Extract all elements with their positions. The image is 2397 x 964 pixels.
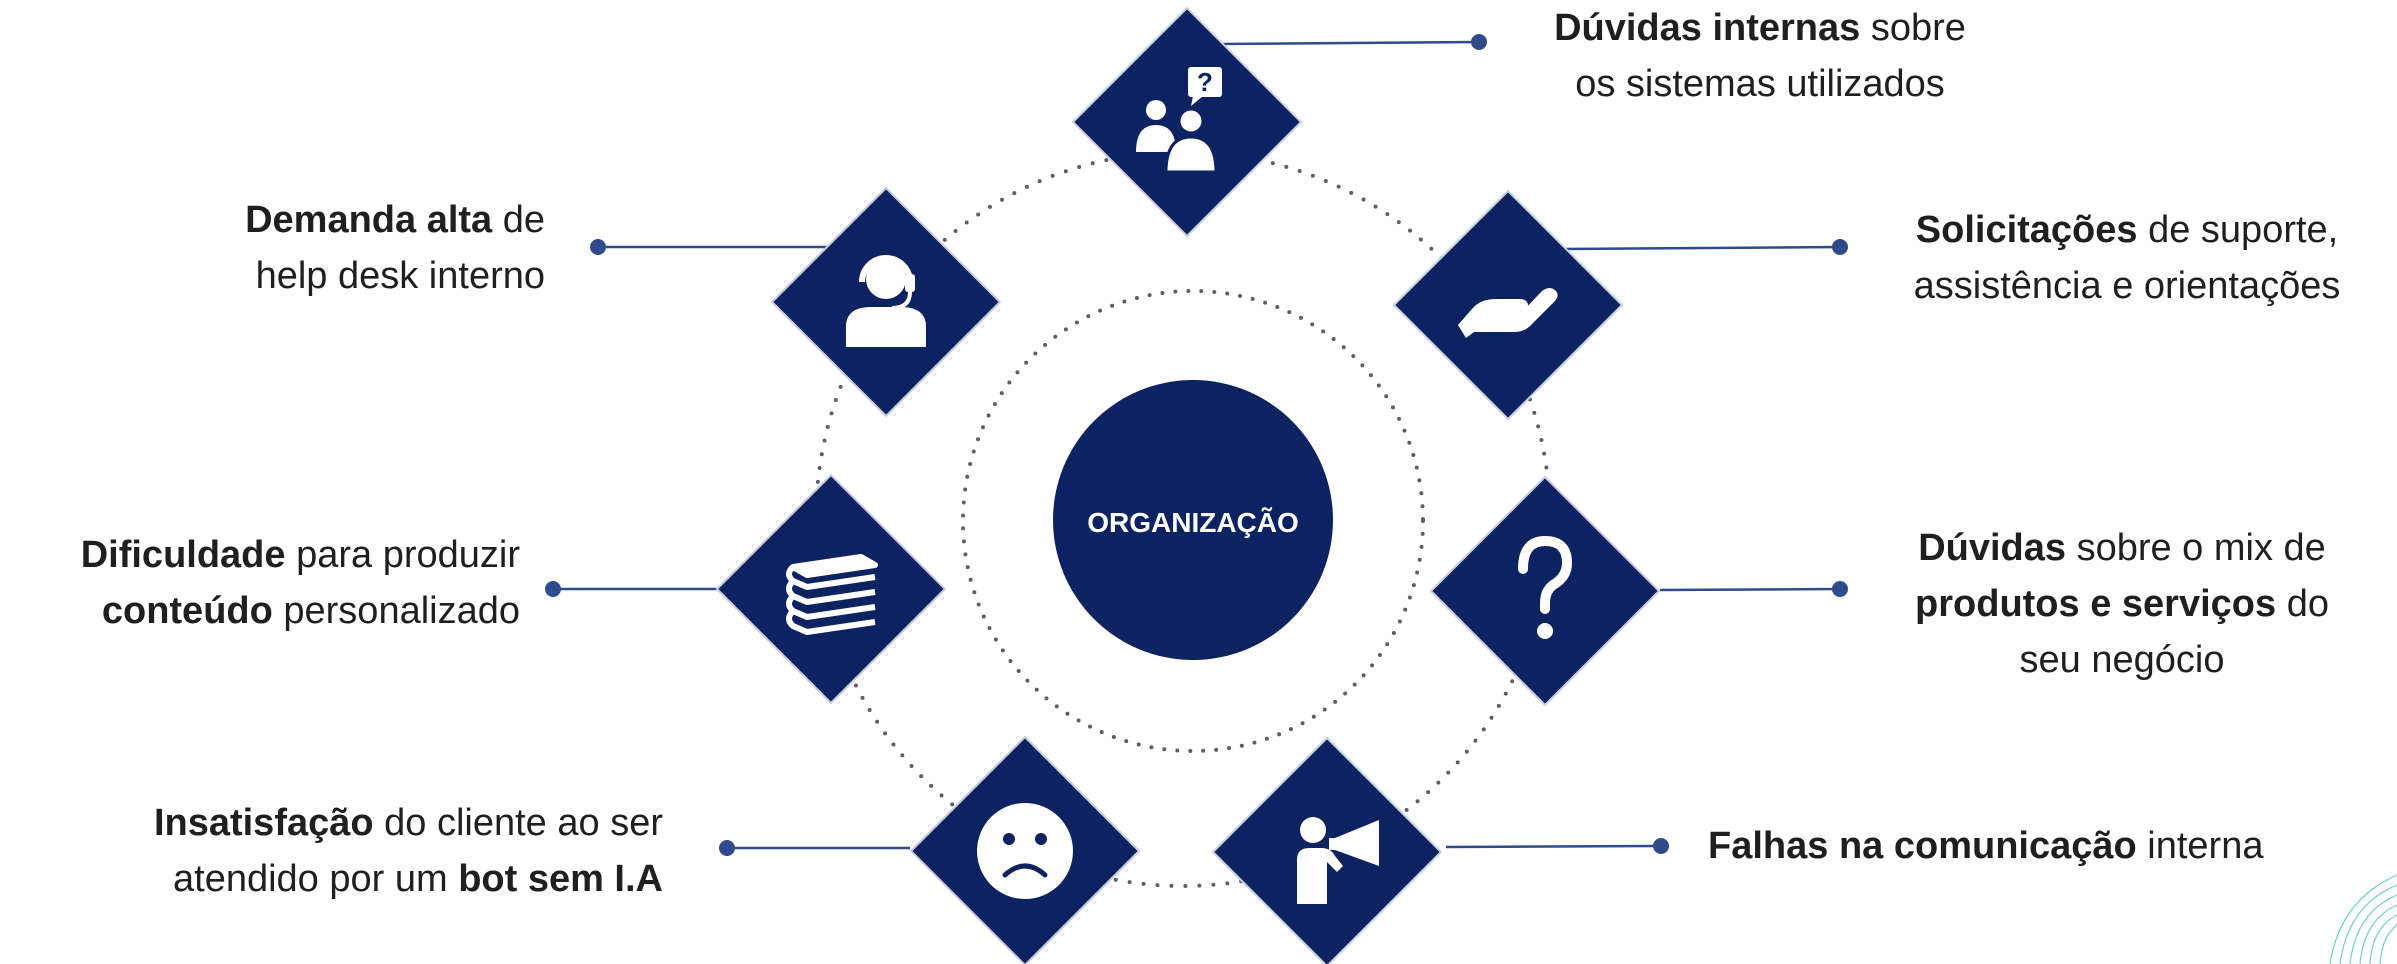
label-segment: personalizado — [272, 590, 520, 632]
people-question-icon: ? — [1136, 67, 1222, 174]
label-line: conteúdo personalizado — [0, 583, 520, 639]
question-mark-icon — [1518, 535, 1573, 639]
label-segment: para produzir — [285, 534, 520, 576]
center-circle — [1053, 380, 1333, 660]
diamond-content-difficulty — [715, 473, 947, 705]
endpoint-dissatisfaction — [719, 840, 735, 856]
diamond-communication-failures — [1211, 736, 1443, 964]
label-line: produtos e serviços do — [1862, 576, 2382, 632]
label-segment: sobre o mix de — [2066, 527, 2326, 569]
label-bold-segment: Falhas na comunicação — [1708, 825, 2137, 867]
label-communication-failures: Falhas na comunicação interna — [1708, 818, 2348, 874]
endpoint-product-questions — [1832, 581, 1848, 597]
label-segment: assistência e orientações — [1913, 265, 2341, 307]
label-line: Falhas na comunicação interna — [1708, 818, 2348, 874]
connector-lines — [553, 40, 1841, 850]
connector-internal-questions — [1219, 40, 1480, 46]
label-bold-segment: produtos e serviços — [1915, 583, 2277, 625]
connector-product-questions — [1659, 587, 1841, 592]
label-bold-segment: Demanda alta — [245, 199, 493, 241]
label-segment: interna — [2136, 825, 2264, 867]
label-bold-segment: conteúdo — [101, 590, 273, 632]
label-line: help desk interno — [120, 248, 545, 304]
connector-communication-failures — [1445, 844, 1662, 849]
diamond-internal-questions: ? — [1071, 6, 1303, 238]
label-segment: os sistemas utilizados — [1575, 63, 1945, 105]
label-line: Dificuldade para produzir — [0, 527, 520, 583]
decorative-swirl — [2329, 874, 2397, 964]
label-bold-segment: bot sem I.A — [458, 858, 663, 900]
sad-face-icon — [977, 803, 1073, 899]
label-segment: de — [492, 199, 545, 241]
connector-requests — [1562, 245, 1841, 251]
connector-endpoints — [545, 34, 1848, 856]
label-bold-segment: Dificuldade — [80, 534, 286, 576]
label-segment: sobre — [1860, 7, 1966, 49]
label-line: Dúvidas sobre o mix de — [1862, 520, 2382, 576]
label-line: os sistemas utilizados — [1480, 56, 2040, 112]
books-stack-icon — [786, 554, 878, 635]
endpoint-internal-questions — [1471, 34, 1487, 50]
label-line: Insatisfação do cliente ao ser — [60, 795, 663, 851]
center-title: ORGANIZAÇÃO — [1087, 507, 1299, 538]
label-line: atendido por um bot sem I.A — [60, 851, 663, 907]
endpoint-requests — [1832, 239, 1848, 255]
endpoint-communication-failures — [1653, 838, 1669, 854]
label-bold-segment: Dúvidas — [1918, 527, 2067, 569]
label-internal-questions: Dúvidas internas sobre os sistemas utiliz… — [1480, 0, 2040, 112]
label-line: Demanda alta de — [120, 192, 545, 248]
hand-support-icon — [1458, 288, 1558, 338]
diamond-high-demand — [770, 186, 1002, 418]
label-bold-segment: Solicitações — [1915, 209, 2138, 251]
endpoint-content-difficulty — [545, 581, 561, 597]
label-line: Solicitações de suporte, — [1867, 202, 2387, 258]
label-segment: atendido por um — [173, 858, 459, 900]
endpoint-high-demand — [590, 239, 606, 255]
label-segment: do cliente ao ser — [373, 802, 663, 844]
label-segment: do — [2276, 583, 2329, 625]
label-bold-segment: Insatisfação — [153, 802, 374, 844]
label-line: Dúvidas internas sobre — [1480, 0, 2040, 56]
label-line: seu negócio — [1862, 632, 2382, 688]
diamond-product-questions — [1429, 475, 1661, 707]
label-segment: help desk interno — [255, 255, 545, 297]
label-segment: seu negócio — [2019, 639, 2225, 681]
label-high-demand: Demanda alta de help desk interno — [120, 192, 545, 304]
label-segment: de suporte, — [2137, 209, 2339, 251]
label-bold-segment: Dúvidas internas — [1554, 7, 1861, 49]
headset-agent-icon — [846, 255, 926, 347]
diamond-dissatisfaction — [909, 735, 1141, 964]
label-requests: Solicitações de suporte, assistência e or… — [1867, 202, 2387, 314]
diamond-requests — [1392, 189, 1624, 421]
megaphone-person-icon — [1297, 817, 1379, 904]
svg-text:?: ? — [1197, 67, 1213, 97]
label-line: assistência e orientações — [1867, 258, 2387, 314]
inner-dotted-ring — [961, 289, 1425, 753]
